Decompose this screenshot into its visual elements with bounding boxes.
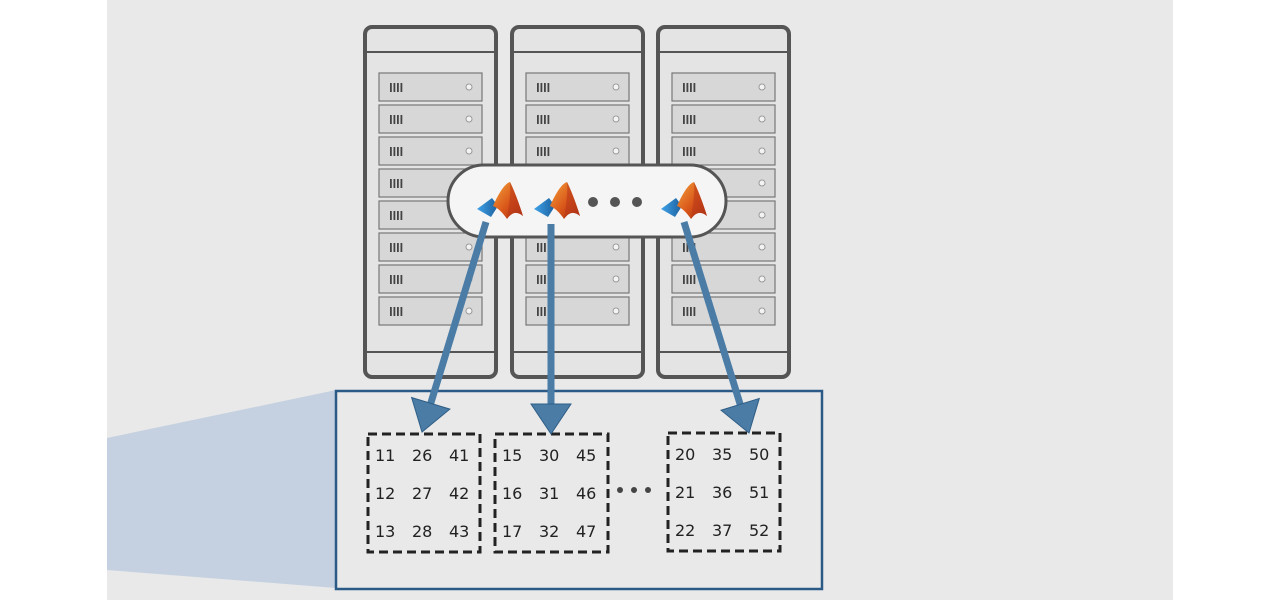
chunk-cell: 43 (449, 522, 469, 541)
arrow-1 (410, 220, 490, 433)
chunk-cell: 31 (539, 484, 559, 503)
chunk-cell: 30 (539, 446, 559, 465)
chunk-ellipsis (617, 487, 651, 493)
chunk-cell: 41 (449, 446, 469, 465)
chunk-cell: 22 (675, 521, 695, 540)
chunk-cell: 11 (375, 446, 395, 465)
server-slot (671, 264, 776, 294)
chunk-cell: 51 (749, 483, 769, 502)
chunk-cell: 28 (412, 522, 432, 541)
server-slot (525, 296, 630, 326)
chunk-cell: 21 (675, 483, 695, 502)
server-slot (671, 296, 776, 326)
chunk-cell: 37 (712, 521, 732, 540)
distributed-array-box (334, 389, 824, 591)
worker-ellipsis (588, 197, 642, 207)
chunk-cell: 52 (749, 521, 769, 540)
chunk-cell: 32 (539, 522, 559, 541)
server-slot (671, 104, 776, 134)
chunk-cell: 17 (502, 522, 522, 541)
chunk-cell: 50 (749, 445, 769, 464)
chunk-cell: 27 (412, 484, 432, 503)
server-slot (671, 72, 776, 102)
chunk-cell: 36 (712, 483, 732, 502)
arrow-2 (530, 224, 572, 435)
server-slot (378, 136, 483, 166)
server-slot (378, 104, 483, 134)
chunk-cell: 20 (675, 445, 695, 464)
worker-pool-pill (446, 163, 728, 239)
chunk-2: 15 30 45 16 31 46 17 32 47 (493, 432, 610, 554)
server-slot (378, 296, 483, 326)
server-slot (525, 264, 630, 294)
server-slot (671, 136, 776, 166)
chunk-cell: 46 (576, 484, 596, 503)
server-slot (378, 232, 483, 262)
server-slot (525, 104, 630, 134)
chunk-cell: 13 (375, 522, 395, 541)
distribution-arrows (410, 220, 761, 435)
server-slot (378, 72, 483, 102)
chunk-cell: 12 (375, 484, 395, 503)
chunk-cell: 47 (576, 522, 596, 541)
chunk-cell: 26 (412, 446, 432, 465)
arrow-3 (680, 220, 761, 434)
server-slot (525, 72, 630, 102)
chunk-3: 20 35 50 21 36 51 22 37 52 (666, 431, 782, 553)
chunk-1: 11 26 41 12 27 42 13 28 43 (366, 432, 482, 554)
server-slot (525, 136, 630, 166)
zoom-wedge (107, 390, 336, 588)
chunk-cell: 45 (576, 446, 596, 465)
chunk-cell: 16 (502, 484, 522, 503)
chunk-cell: 42 (449, 484, 469, 503)
chunk-cell: 15 (502, 446, 522, 465)
chunk-cell: 35 (712, 445, 732, 464)
